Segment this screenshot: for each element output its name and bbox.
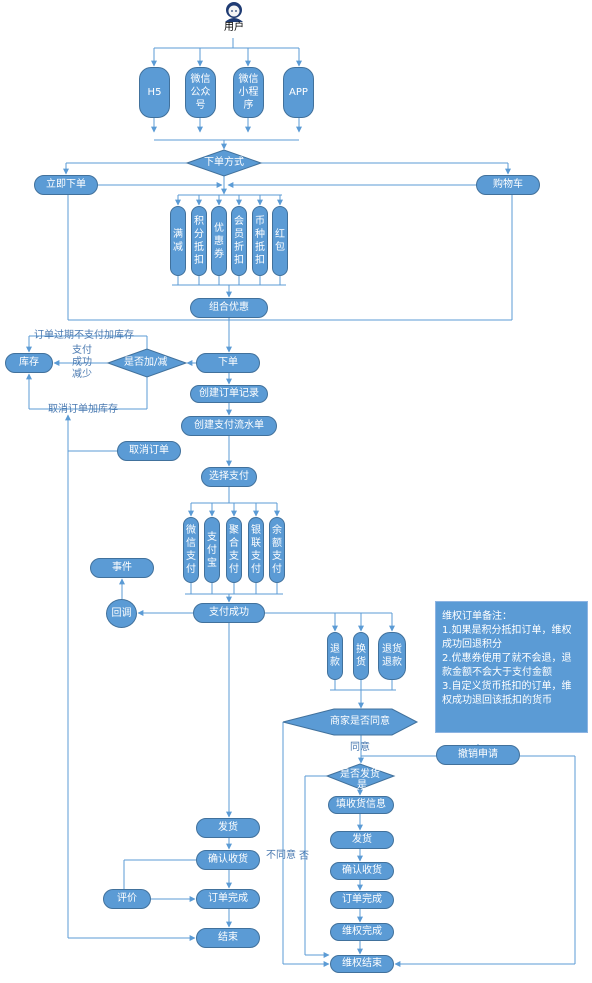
pay-success-reduce-label: 支付 成功 减少 [72,345,92,380]
payment-balance: 余 额 支 付 [269,517,285,583]
confirm-receipt-node: 确认收货 [196,850,260,870]
place-order-node: 下单 [196,353,260,373]
channel-app: APP [283,67,314,118]
discount-coupon: 优 惠 券 [211,206,227,276]
merchant-agree-label: 商家是否同意 [330,716,390,727]
discount-currency: 币 种 抵 扣 [252,206,268,276]
agree-label: 同意 [350,742,370,753]
choose-payment-node: 选择支付 [201,467,257,487]
rights-confirm-receipt-node: 确认收货 [330,862,394,880]
cancel-add-stock-label: 取消订单加库存 [48,404,118,415]
callback-node: 回调 [106,599,137,628]
payment-success-node: 支付成功 [193,603,265,623]
inventory-node: 库存 [5,353,53,373]
channel-wechat-official: 微信 公众 号 [185,67,216,118]
end-node: 结束 [196,928,260,948]
rights-ship-node: 发货 [330,831,394,849]
discount-member: 会 员 折 扣 [231,206,247,276]
no-label: 否 [299,851,309,862]
combined-discount-node: 组合优惠 [190,298,268,318]
ship-decision-label: 是否发货 [340,769,380,780]
revoke-request-node: 撤销申请 [436,745,520,765]
after-sale-exchange: 换 货 [353,632,369,680]
rights-order-complete-node: 订单完成 [330,891,394,909]
create-payment-flow-node: 创建支付流水单 [181,416,277,436]
channel-h5: H5 [139,67,170,118]
cancel-order-node: 取消订单 [117,441,181,461]
after-sale-return-refund: 退货 退款 [378,632,406,680]
order-method-diamond [185,149,263,177]
discount-red-packet: 红 包 [272,206,288,276]
rights-complete-node: 维权完成 [330,923,394,941]
merchant-agree-diamond [282,708,419,736]
rights-end-node: 维权结束 [330,955,394,973]
fill-receipt-node: 填收货信息 [328,796,394,814]
buy-now-node: 立即下单 [34,175,98,195]
rights-order-note: 维权订单备注： 1.如果是积分抵扣订单，维权成功回退积分 2.优惠券使用了就不会… [435,601,588,733]
payment-wechat: 微 信 支 付 [183,517,199,583]
ship-decision-diamond [325,763,396,790]
note-line-1: 1.如果是积分抵扣订单，维权成功回退积分 [442,625,572,650]
payment-aggregate: 聚 合 支 付 [226,517,242,583]
payment-unionpay: 银 联 支 付 [248,517,264,583]
user-icon [225,2,243,22]
after-sale-refund: 退 款 [327,632,343,680]
note-line-3: 3.自定义货币抵扣的订单，维权成功退回该抵扣的货币 [442,681,572,706]
discount-points: 积 分 抵 扣 [191,206,207,276]
payment-alipay: 支 付 宝 [204,517,220,583]
stock-decision-diamond [106,348,188,378]
cart-node: 购物车 [476,175,540,195]
discount-full-reduction: 满 减 [170,206,186,276]
note-line-2: 2.优惠券使用了就不会退，退款金额不会大于支付金额 [442,653,572,678]
event-node: 事件 [90,558,154,578]
user-label: 用户 [224,22,244,33]
overdue-add-stock-label: 订单过期不支付加库存 [34,330,134,341]
create-order-record-node: 创建订单记录 [190,385,268,403]
stock-decision-label: 是否加/减 [124,357,168,368]
order-method-label: 下单方式 [204,157,244,168]
disagree-label: 不同意 [266,850,296,861]
yes-label: 是 [357,780,367,791]
channel-wechat-miniprogram: 微信 小程 序 [233,67,264,118]
ship-node: 发货 [196,818,260,838]
review-node: 评价 [103,889,151,909]
order-complete-node: 订单完成 [196,889,260,909]
note-title: 维权订单备注： [442,611,512,622]
